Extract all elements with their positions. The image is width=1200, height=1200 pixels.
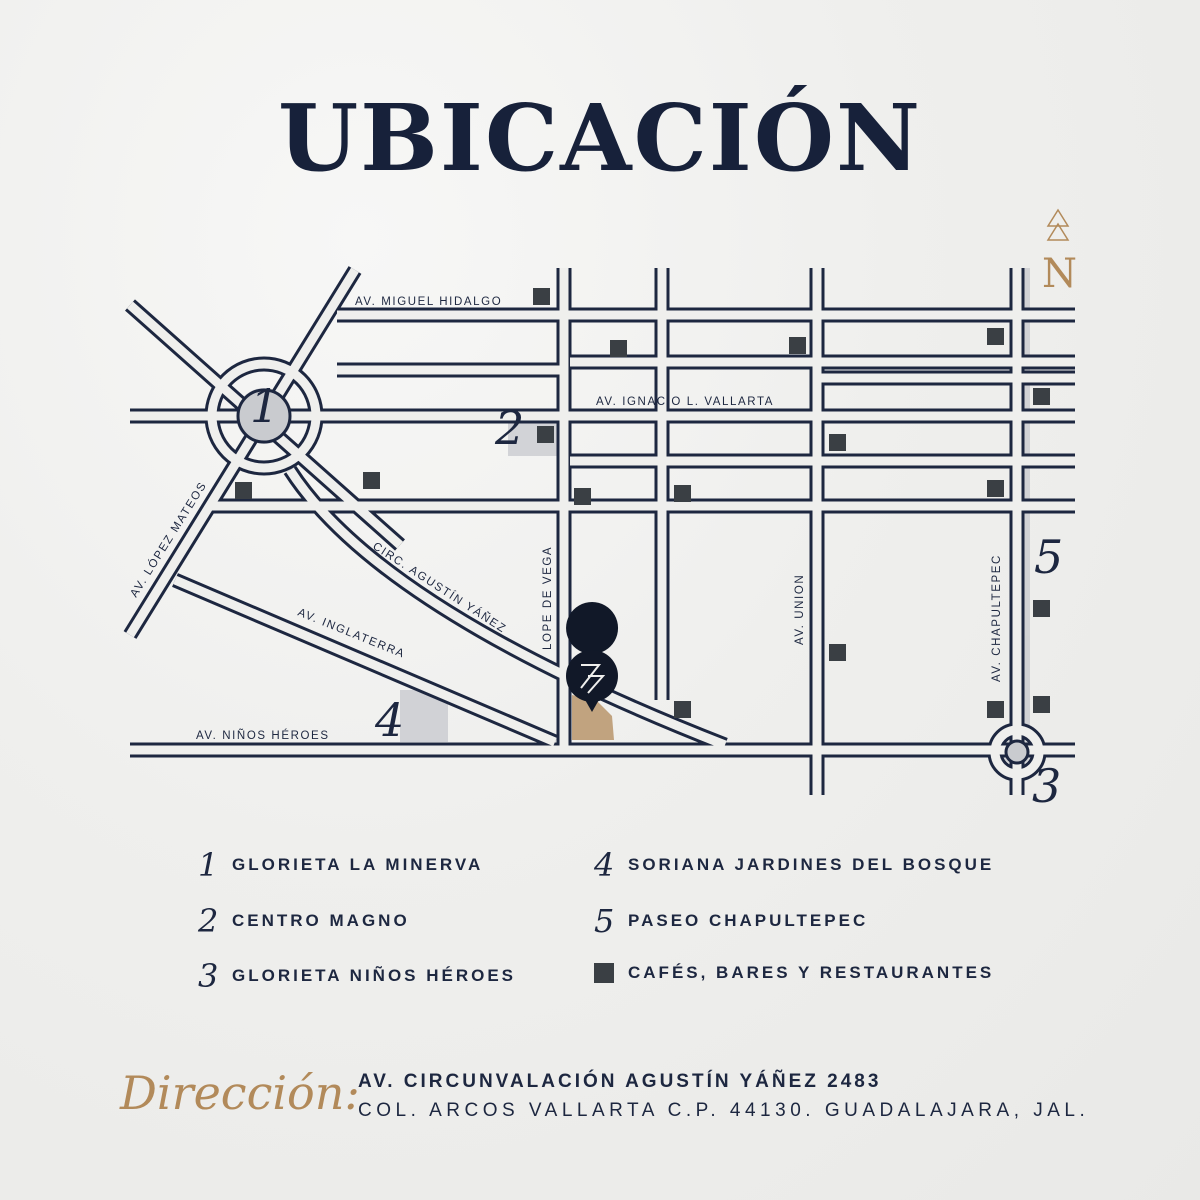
marker-3: 3 (1032, 759, 1061, 813)
legend-label: CAFÉS, BARES Y RESTAURANTES (628, 963, 995, 982)
cafe-icon (789, 337, 806, 354)
legend-item: 3 GLORIETA NIÑOS HÉROES (198, 957, 516, 995)
road-network (123, 266, 1075, 795)
highlight-areas (236, 268, 1031, 766)
cafe-icon (674, 485, 691, 502)
cafe-icon (610, 340, 627, 357)
cafe-icon (574, 488, 591, 505)
legend-number: 2 (198, 902, 219, 940)
cafe-icon (533, 288, 550, 305)
property-lot (572, 695, 614, 740)
cafe-icon (829, 434, 846, 451)
marker-1: 1 (250, 379, 279, 433)
address-heading: Dirección: (120, 1066, 360, 1120)
cafe-icon (829, 644, 846, 661)
legend-label: PASEO CHAPULTEPEC (628, 911, 869, 930)
cafe-icon (987, 480, 1004, 497)
legend-item: 1 GLORIETA LA MINERVA (198, 846, 483, 884)
street-label: AV. UNION (794, 574, 806, 645)
street-label: CIRC. AGUSTÍN YÁÑEZ (370, 540, 509, 636)
street-label: LOPE DE VEGA (542, 546, 554, 650)
location-pin-icon[interactable] (566, 602, 619, 712)
address-line-2: COL. ARCOS VALLARTA C.P. 44130. GUADALAJ… (358, 1100, 1090, 1121)
marker-5: 5 (1034, 530, 1063, 584)
street-label: AV. NIÑOS HÉROES (196, 729, 330, 742)
street-label: AV. CHAPULTEPEC (991, 554, 1003, 682)
cafe-icon (235, 482, 252, 499)
street-label: AV. MIGUEL HIDALGO (355, 296, 502, 308)
street-label: AV. IGNACIO L. VALLARTA (596, 396, 774, 408)
address-line-1: AV. CIRCUNVALACIÓN AGUSTÍN YÁÑEZ 2483 (358, 1071, 882, 1092)
legend-label: GLORIETA NIÑOS HÉROES (232, 966, 517, 985)
marker-2: 2 (494, 401, 524, 455)
cafe-icon (987, 701, 1004, 718)
legend-number: 5 (594, 902, 615, 940)
legend-label: SORIANA JARDINES DEL BOSQUE (628, 855, 995, 874)
legend-number: 1 (198, 846, 219, 884)
cafe-legend-icon (594, 963, 614, 983)
page-title: UBICACIÓN (277, 84, 923, 192)
legend-number: 3 (198, 957, 219, 995)
legend-item: CAFÉS, BARES Y RESTAURANTES (594, 963, 994, 983)
legend-item: 5 PASEO CHAPULTEPEC (594, 902, 868, 940)
cafe-icon (987, 328, 1004, 345)
legend-item: 4 SORIANA JARDINES DEL BOSQUE (594, 846, 994, 884)
legend-label: GLORIETA LA MINERVA (232, 855, 484, 874)
north-label: N (1042, 251, 1077, 297)
north-arrow-icon (1046, 208, 1070, 241)
poi-squares (235, 288, 1050, 718)
cafe-icon (1033, 388, 1050, 405)
cafe-icon (537, 426, 554, 443)
cafe-icon (1033, 600, 1050, 617)
cafe-icon (674, 701, 691, 718)
legend-item: 2 CENTRO MAGNO (198, 902, 410, 940)
cafe-icon (363, 472, 380, 489)
legend-number: 4 (594, 846, 615, 884)
legend-label: CENTRO MAGNO (232, 911, 410, 930)
cafe-icon (1033, 696, 1050, 713)
marker-4: 4 (374, 693, 404, 747)
